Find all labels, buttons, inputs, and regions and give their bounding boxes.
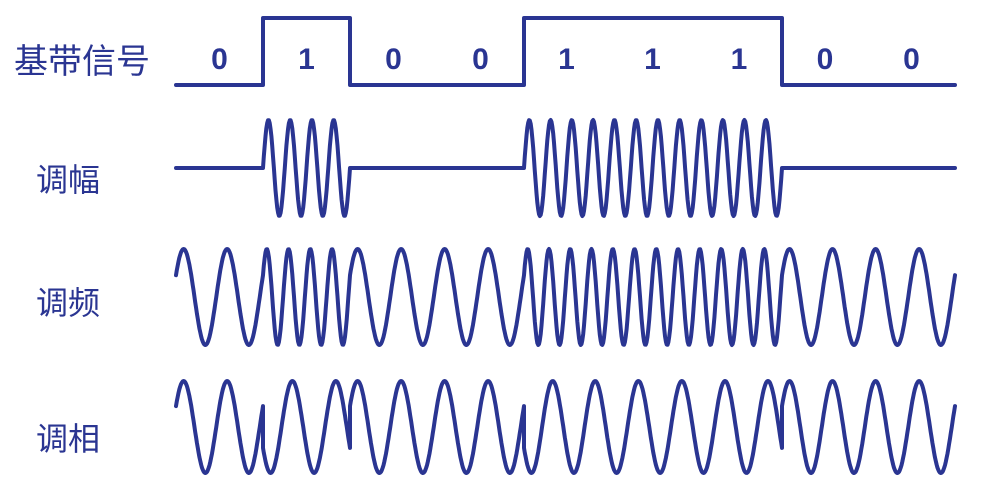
pm-label: 调相 (36, 420, 100, 458)
fm-waveform (174, 247, 957, 347)
bit-label: 0 (385, 43, 402, 76)
bit-label: 1 (644, 43, 661, 76)
bit-label: 0 (472, 43, 489, 76)
bit-label: 1 (731, 43, 748, 76)
pm-waveform (174, 379, 957, 475)
fm-label: 调频 (36, 284, 100, 322)
am-waveform (174, 118, 957, 218)
bit-label: 0 (817, 43, 834, 76)
bit-labels: 0 1 0 0 1 1 1 0 0 (211, 43, 920, 76)
bit-label: 1 (558, 43, 575, 76)
bit-label: 0 (903, 43, 920, 76)
bit-label: 1 (298, 43, 315, 76)
bit-label: 0 (211, 43, 228, 76)
baseband-label: 基带信号 (14, 42, 150, 82)
am-label: 调幅 (36, 161, 100, 199)
baseband-waveform (174, 16, 957, 87)
